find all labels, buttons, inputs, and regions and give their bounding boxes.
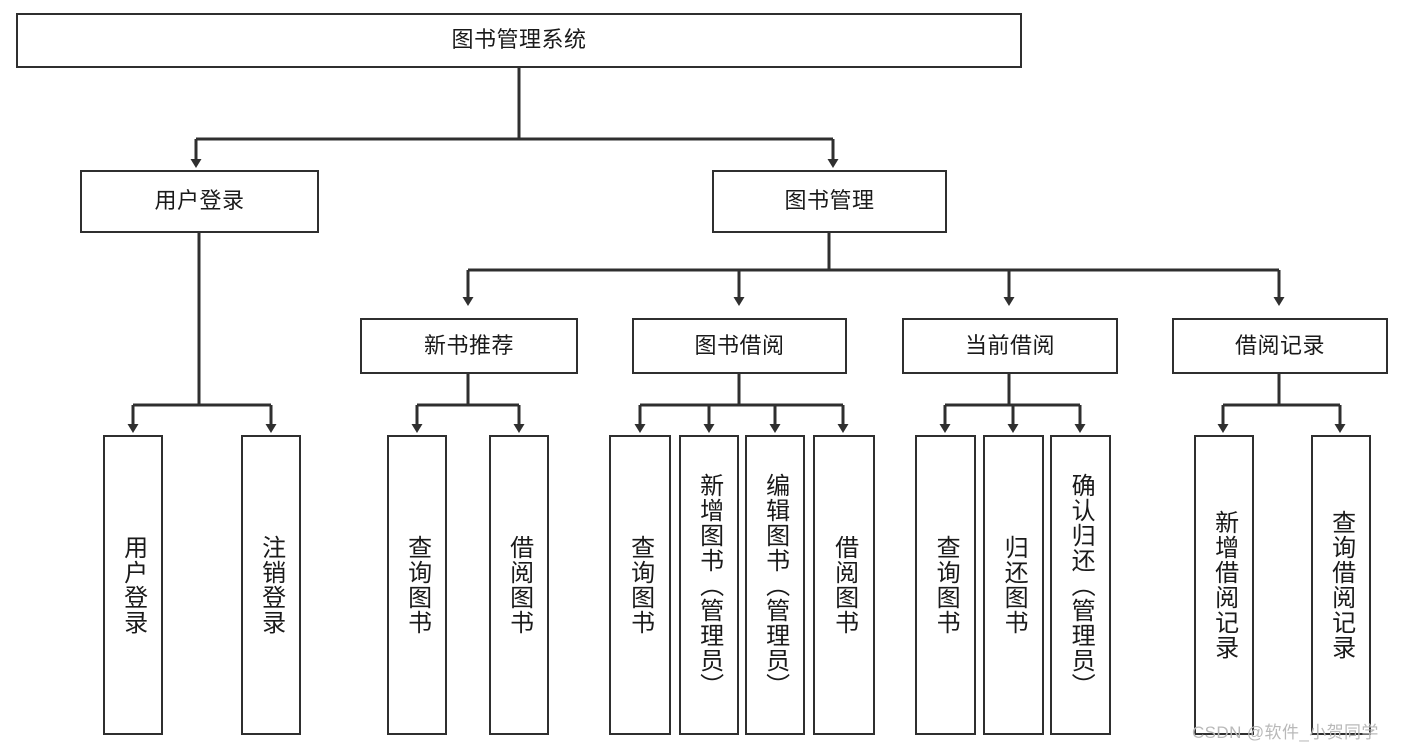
node-book-borrow-label: 图书借阅: [694, 332, 785, 358]
leaf-confirm-return[interactable]: 确认归还（管理员）: [1050, 435, 1111, 735]
node-book-borrow[interactable]: 图书借阅: [632, 318, 847, 374]
csdn-watermark: CSDN @软件_小贺同学: [1192, 723, 1379, 742]
leaf-borrow-book-1[interactable]: 借阅图书: [489, 435, 549, 735]
leaf-borrow-book-1-label: 借阅图书: [505, 535, 533, 635]
node-root-label: 图书管理系统: [451, 27, 587, 53]
leaf-query-book-3[interactable]: 查询图书: [915, 435, 976, 735]
leaf-query-record-label: 查询借阅记录: [1327, 510, 1355, 660]
leaf-query-book-3-label: 查询图书: [932, 535, 960, 635]
node-current-borrow[interactable]: 当前借阅: [902, 318, 1118, 374]
leaf-user-login[interactable]: 用户登录: [103, 435, 163, 735]
leaf-user-logout-label: 注销登录: [257, 535, 285, 635]
leaf-add-record-label: 新增借阅记录: [1210, 510, 1238, 660]
node-new-book-recommend[interactable]: 新书推荐: [360, 318, 578, 374]
leaf-return-book[interactable]: 归还图书: [983, 435, 1044, 735]
leaf-edit-book[interactable]: 编辑图书（管理员）: [745, 435, 805, 735]
leaf-user-login-label: 用户登录: [119, 535, 147, 635]
leaf-user-logout[interactable]: 注销登录: [241, 435, 301, 735]
leaf-confirm-return-label: 确认归还（管理员）: [1067, 472, 1095, 698]
leaf-return-book-label: 归还图书: [1000, 535, 1028, 635]
leaf-query-book-1[interactable]: 查询图书: [387, 435, 447, 735]
node-root[interactable]: 图书管理系统: [16, 13, 1022, 68]
leaf-borrow-book-2[interactable]: 借阅图书: [813, 435, 875, 735]
leaf-edit-book-label: 编辑图书（管理员）: [761, 472, 789, 698]
leaf-query-record[interactable]: 查询借阅记录: [1311, 435, 1371, 735]
leaf-query-book-1-label: 查询图书: [403, 535, 431, 635]
leaf-query-book-2-label: 查询图书: [626, 535, 654, 635]
node-book-manage[interactable]: 图书管理: [712, 170, 947, 233]
leaf-add-record[interactable]: 新增借阅记录: [1194, 435, 1254, 735]
leaf-add-book-label: 新增图书（管理员）: [695, 472, 723, 698]
node-new-book-recommend-label: 新书推荐: [423, 332, 514, 358]
leaf-query-book-2[interactable]: 查询图书: [609, 435, 671, 735]
node-borrow-record[interactable]: 借阅记录: [1172, 318, 1388, 374]
leaf-borrow-book-2-label: 借阅图书: [830, 535, 858, 635]
node-user-login-label: 用户登录: [154, 188, 245, 214]
node-current-borrow-label: 当前借阅: [964, 332, 1055, 358]
leaf-add-book[interactable]: 新增图书（管理员）: [679, 435, 739, 735]
node-user-login[interactable]: 用户登录: [80, 170, 319, 233]
node-borrow-record-label: 借阅记录: [1234, 332, 1325, 358]
node-book-manage-label: 图书管理: [784, 188, 875, 214]
